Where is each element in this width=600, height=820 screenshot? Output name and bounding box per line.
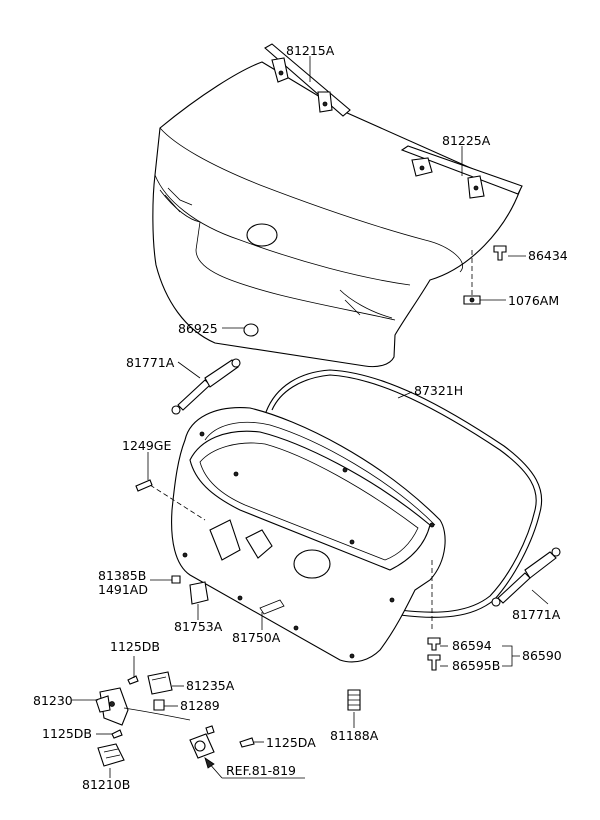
label-1491AD: 1491AD	[98, 582, 148, 597]
label-ref: REF.81-819	[226, 763, 296, 778]
label-1125DA: 1125DA	[266, 735, 316, 750]
label-87321H: 87321H	[414, 383, 463, 398]
label-81225A: 81225A	[442, 133, 491, 148]
plug-86925	[243, 323, 259, 337]
hinge-81215A	[264, 43, 351, 117]
latch-81230	[95, 687, 191, 726]
label-81235A: 81235A	[186, 678, 235, 693]
weatherstrip-87321H	[265, 369, 543, 618]
label-86434: 86434	[528, 248, 568, 263]
label-81385B: 81385B	[98, 568, 146, 583]
label-81750A: 81750A	[232, 630, 281, 645]
leader-86590-bracket	[502, 645, 520, 667]
cover-81753A	[189, 581, 209, 605]
gas-strut-81771A-right	[491, 547, 561, 607]
label-1125DB-top: 1125DB	[110, 639, 160, 654]
leader-87321H	[397, 391, 413, 399]
gas-strut-81771A-left	[171, 358, 241, 415]
label-86590: 86590	[522, 648, 562, 663]
label-81215A: 81215A	[286, 43, 335, 58]
actuator-81235A	[147, 671, 173, 695]
screw-1125DA	[239, 737, 255, 748]
screw-1125DB-bottom	[111, 729, 123, 739]
label-81289: 81289	[180, 698, 220, 713]
nut-1076AM	[463, 295, 481, 305]
label-81753A: 81753A	[174, 619, 223, 634]
label-81188A: 81188A	[330, 728, 379, 743]
label-1125DB-bottom: 1125DB	[42, 726, 92, 741]
leader-81771A-right	[531, 589, 549, 605]
screw-1249GE	[135, 479, 153, 492]
key-cylinder	[189, 725, 215, 759]
trunk-panel-81750A	[171, 407, 446, 663]
label-81230: 81230	[33, 693, 73, 708]
switch-81289	[153, 699, 165, 711]
bumper-86434	[493, 245, 507, 261]
label-86594: 86594	[452, 638, 492, 653]
dashed-leader-1249GE	[149, 484, 206, 521]
label-86595B: 86595B	[452, 658, 500, 673]
screw-1125DB-top	[127, 675, 139, 685]
clip-81385B	[171, 575, 181, 584]
stopper-81188A	[347, 689, 361, 711]
label-81771A-right: 81771A	[512, 607, 561, 622]
leader-81771A-top	[177, 361, 201, 379]
label-1249GE: 1249GE	[122, 438, 171, 453]
label-81210B: 81210B	[82, 777, 130, 792]
emblem-opening	[246, 223, 278, 247]
screw-86595B	[427, 654, 441, 671]
striker-81210B	[97, 743, 125, 767]
trunk-lid-body	[152, 61, 521, 368]
label-86925: 86925	[178, 321, 218, 336]
bumper-86594	[427, 637, 441, 651]
label-81771A-top: 81771A	[126, 355, 175, 370]
label-1076AM: 1076AM	[508, 293, 559, 308]
ref-arrow	[204, 757, 305, 779]
